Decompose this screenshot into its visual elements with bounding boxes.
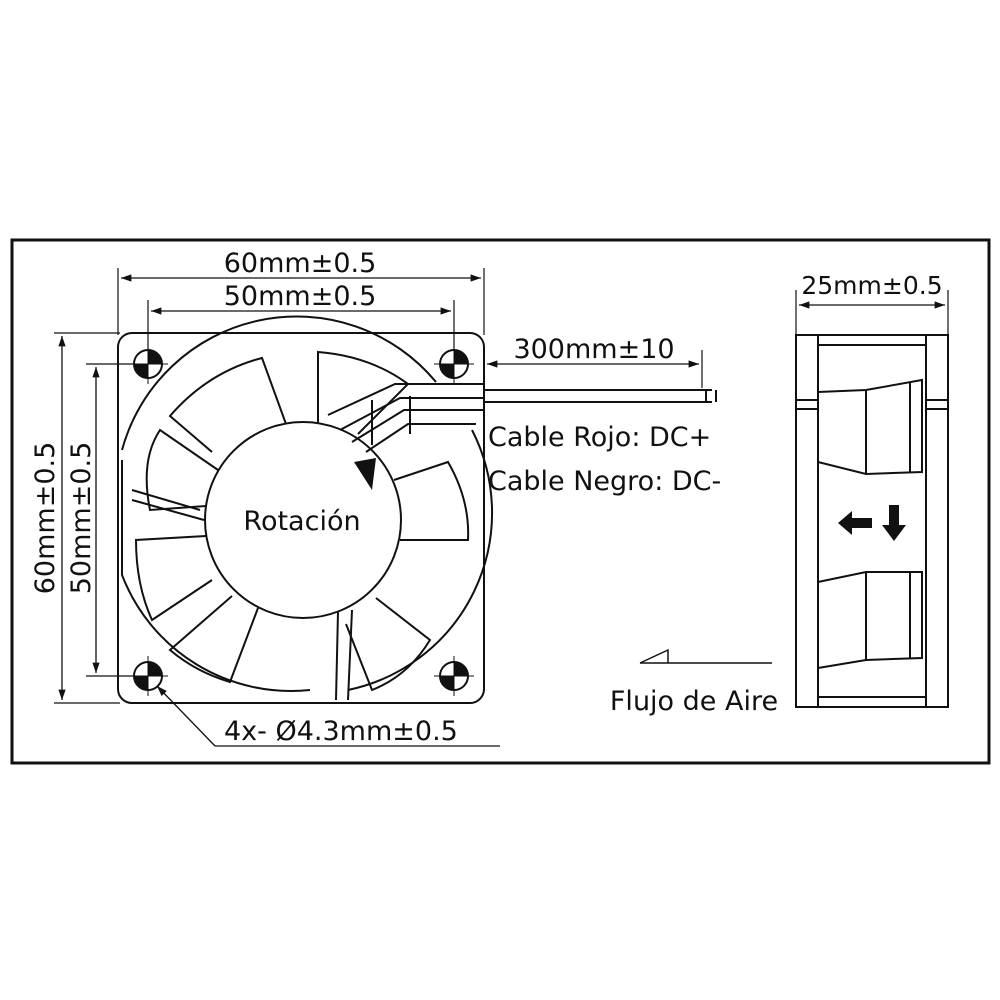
dimension-height-holes: 50mm±0.5 bbox=[66, 363, 134, 677]
fan-struts bbox=[131, 489, 353, 701]
mounting-hole-bottom-right bbox=[434, 656, 474, 696]
mounting-hole-bottom-left bbox=[128, 656, 168, 696]
fan-hub bbox=[204, 421, 402, 619]
fan-blades bbox=[134, 350, 470, 692]
airflow-label: Flujo de Aire bbox=[610, 686, 778, 717]
airflow-arrows bbox=[838, 505, 906, 541]
arrow-left-icon bbox=[838, 511, 872, 535]
fan-venturi-ring bbox=[121, 315, 494, 692]
airflow-triangle-icon bbox=[639, 648, 669, 664]
dimension-width-outer: 60mm±0.5 bbox=[117, 248, 485, 335]
width-holes-label: 50mm±0.5 bbox=[224, 281, 377, 312]
dimension-depth: 25mm±0.5 bbox=[795, 271, 949, 335]
fan-housing bbox=[117, 332, 485, 704]
airflow-indicator: Flujo de Aire bbox=[610, 648, 778, 717]
depth-label: 25mm±0.5 bbox=[801, 271, 942, 300]
fan-front-view: Rotación bbox=[117, 315, 494, 704]
fan-side-view bbox=[795, 334, 949, 708]
cable-black-label: Cable Negro: DC- bbox=[488, 466, 721, 497]
fan-cable-exit bbox=[327, 383, 484, 453]
holes-label: 4x- Ø4.3mm±0.5 bbox=[224, 716, 458, 747]
cable-length-label: 300mm±10 bbox=[513, 334, 674, 365]
mounting-hole-top-left bbox=[128, 344, 168, 384]
dimension-width-holes: 50mm±0.5 bbox=[147, 281, 455, 350]
height-outer-label: 60mm±0.5 bbox=[30, 442, 61, 595]
dimension-cable-length: 300mm±10 bbox=[483, 334, 703, 388]
diagram-border bbox=[10, 238, 991, 765]
arrow-down-icon bbox=[882, 505, 906, 541]
cable-red-label: Cable Rojo: DC+ bbox=[488, 422, 711, 453]
cable-wires bbox=[484, 389, 717, 403]
rotation-label: Rotación bbox=[243, 506, 360, 537]
height-holes-label: 50mm±0.5 bbox=[66, 442, 97, 595]
mounting-hole-top-right bbox=[434, 344, 474, 384]
rotation-arrow-icon bbox=[354, 458, 376, 490]
holes-callout: 4x- Ø4.3mm±0.5 bbox=[156, 685, 500, 747]
dimension-height-outer: 60mm±0.5 bbox=[30, 332, 120, 704]
width-outer-label: 60mm±0.5 bbox=[224, 248, 377, 279]
